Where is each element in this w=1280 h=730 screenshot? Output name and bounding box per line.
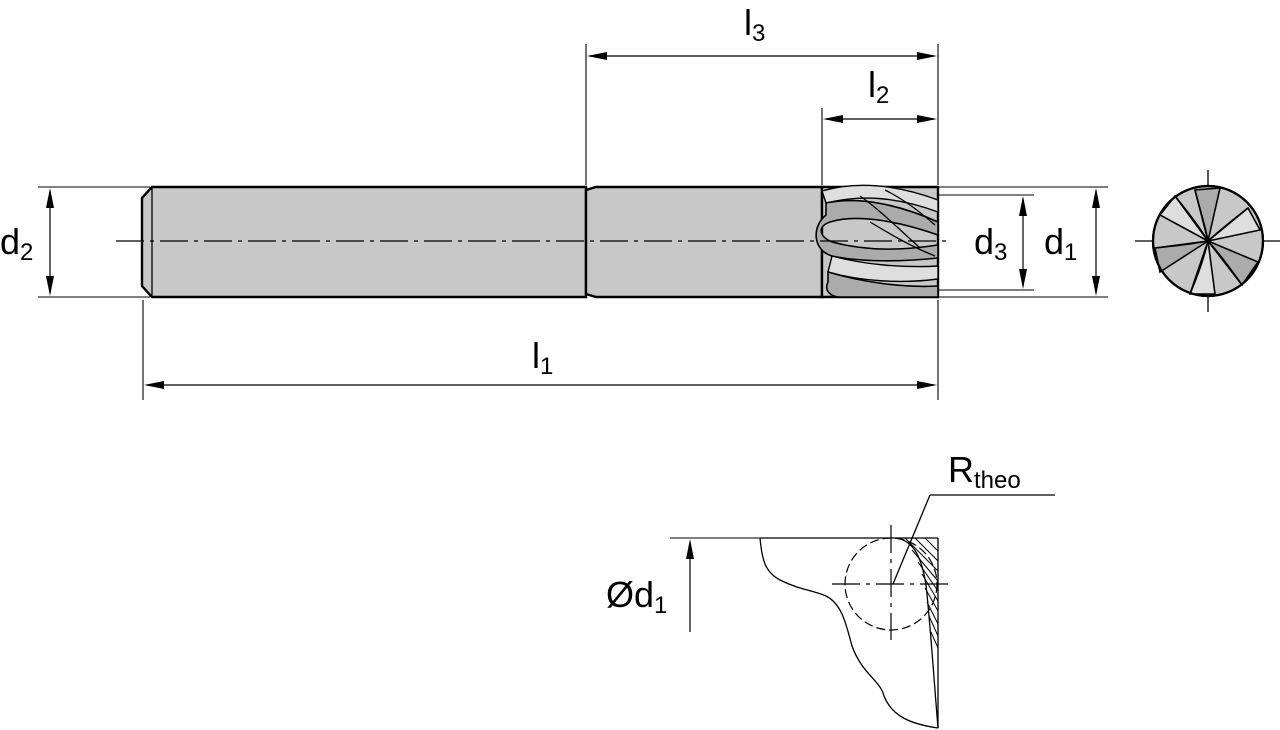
dimensions <box>38 44 1108 400</box>
label-l2: l2 <box>868 64 889 109</box>
side-view <box>116 184 950 299</box>
label-phi-d1: Ød1 <box>606 574 667 619</box>
label-rtheo: Rtheo <box>948 449 1021 494</box>
flutes <box>815 184 939 298</box>
label-d2: d2 <box>0 221 33 266</box>
end-view <box>1135 170 1280 312</box>
label-l1: l1 <box>532 335 553 380</box>
detail-profile <box>759 537 939 729</box>
label-l3: l3 <box>744 2 765 47</box>
hatch <box>904 537 939 649</box>
label-d3: d3 <box>974 221 1007 266</box>
rtheo-leader <box>892 494 931 585</box>
shank-body <box>140 185 588 299</box>
neck-body <box>584 185 824 299</box>
labels: l3 l2 l1 d2 d3 d1 Rtheo Ød1 <box>0 2 1077 619</box>
end-view-teeth <box>1154 187 1262 295</box>
corner-detail <box>670 494 1055 729</box>
label-d1: d1 <box>1044 221 1077 266</box>
